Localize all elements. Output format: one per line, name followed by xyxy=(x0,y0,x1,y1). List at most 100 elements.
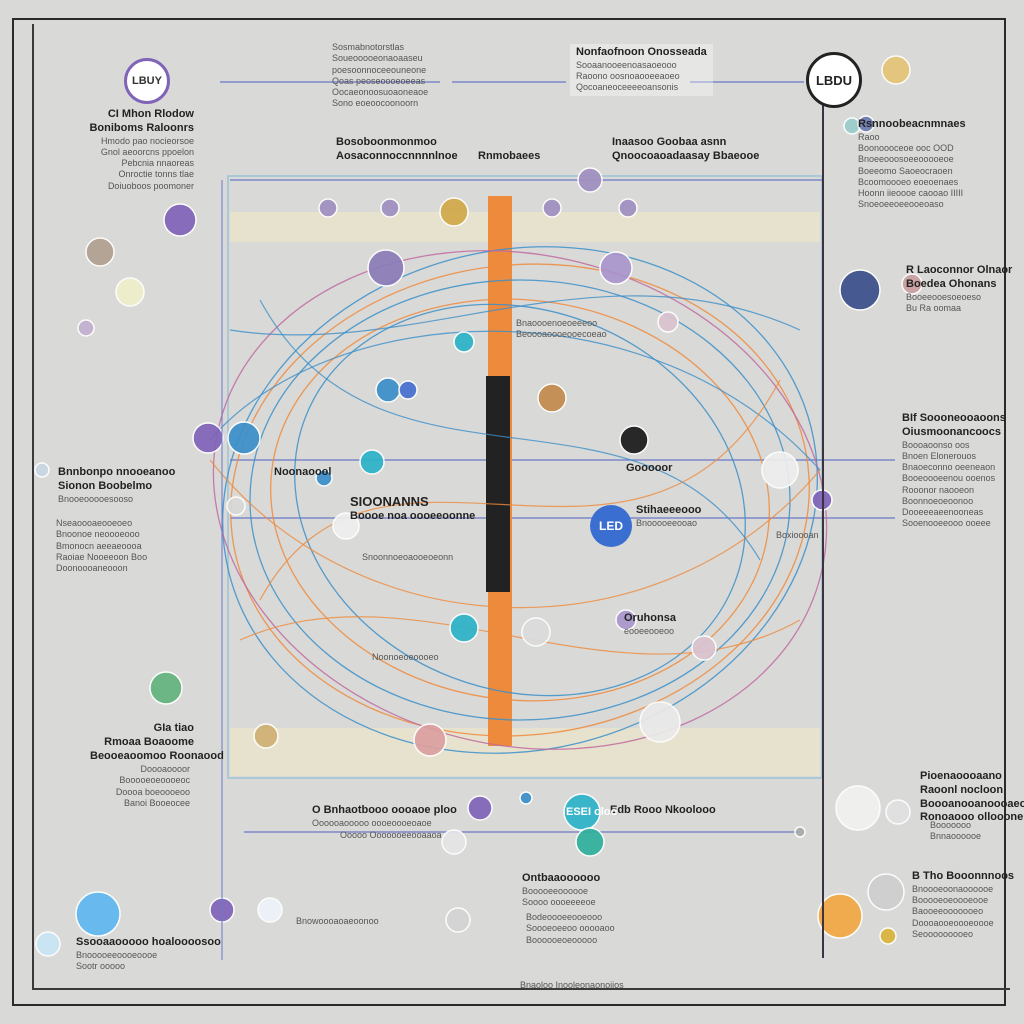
label-center-8: Gooooor xyxy=(626,462,673,474)
diagram-node-45 xyxy=(257,897,283,923)
label-center-9: Noonoeoeoooeo xyxy=(372,652,439,662)
diagram-node-0 xyxy=(192,422,224,454)
label-second-row-mid: Rnmobaees xyxy=(478,150,541,162)
diagram-node-11 xyxy=(375,377,401,403)
diagram-node-22 xyxy=(691,635,717,661)
network-ring-5 xyxy=(294,303,746,697)
diagram-node-3 xyxy=(439,197,469,227)
diagram-node-31 xyxy=(639,701,681,743)
label-bottom-left-3: Ssooaaooooo hoaloooosoo Bnooooeeoooeoooe… xyxy=(76,936,221,971)
diagram-node-9 xyxy=(599,251,633,285)
diagram-node-10 xyxy=(657,311,679,333)
top-right-badge: LBDU xyxy=(806,52,862,108)
diagram-node-20 xyxy=(521,617,551,647)
diagram-node-27 xyxy=(253,723,279,749)
diagram-node-55 xyxy=(441,829,467,855)
diagram-node-53 xyxy=(575,827,605,857)
diagram-node-32 xyxy=(839,269,881,311)
diagram-node-40 xyxy=(34,462,50,478)
diagram-node-41 xyxy=(226,496,246,516)
diagram-node-16 xyxy=(359,449,385,475)
diagram-node-29 xyxy=(519,791,533,805)
footer-caption: Bnaoloo Inooleonaonoiios xyxy=(520,980,624,990)
diagram-node-15 xyxy=(453,331,475,353)
network-arc-3 xyxy=(239,616,801,655)
diagram-node-28 xyxy=(467,795,493,821)
label-bottom-center-2: Ooooo Ooooooeeooaaoa xyxy=(340,830,442,840)
diagram-node-39 xyxy=(77,319,95,337)
label-center-2: Snoonnoeoaooeoeonn xyxy=(362,552,454,562)
diagram-node-38 xyxy=(115,277,145,307)
band-top xyxy=(230,212,820,242)
black-column xyxy=(486,376,510,592)
diagram-node-5 xyxy=(318,198,338,218)
top-left-badge: LBUY xyxy=(124,58,170,104)
top-left-badge-text: LBUY xyxy=(132,75,162,87)
diagram-node-48 xyxy=(885,799,911,825)
diagram-node-23 xyxy=(761,451,799,489)
diagram-node-46 xyxy=(445,907,471,933)
diagram-node-42 xyxy=(75,891,121,937)
diagram-node-47 xyxy=(835,785,881,831)
diagram-node-52 xyxy=(149,671,183,705)
network-ring-1 xyxy=(230,263,810,737)
label-center-3: Noonaoool xyxy=(274,466,332,478)
diagram-node-26 xyxy=(413,723,447,757)
diagram-node-36 xyxy=(857,115,875,133)
diagram-node-43 xyxy=(35,931,61,957)
network-ring-3 xyxy=(270,298,770,702)
label-center-6: Boxioooan xyxy=(776,530,819,540)
diagram-node-37 xyxy=(85,237,115,267)
label-bottom-center-7: ESEI oloo xyxy=(566,806,618,818)
diagram-node-8 xyxy=(618,198,638,218)
network-arc-4 xyxy=(259,299,761,561)
network-arc-0 xyxy=(209,330,821,471)
inner-frame xyxy=(32,24,1010,990)
label-top-center-2: Nonfaofnoon Onosseada Sooaanooeenoasaoeo… xyxy=(570,44,713,96)
diagram-node-50 xyxy=(867,873,905,911)
label-bottom-center-5: Bnowoooaoaeoonoo xyxy=(296,916,379,926)
diagram-node-25 xyxy=(163,203,197,237)
diagram-node-6 xyxy=(542,198,562,218)
center-blue-badge-text: LED xyxy=(599,519,623,533)
diagram-node-17 xyxy=(315,469,333,487)
diagram-node-4 xyxy=(380,198,400,218)
diagram-node-7 xyxy=(577,167,603,193)
diagram-node-13 xyxy=(537,383,567,413)
network-arc-2 xyxy=(229,295,801,336)
diagram-node-14 xyxy=(619,425,649,455)
center-blue-badge: LED xyxy=(590,505,632,547)
diagram-node-21 xyxy=(615,609,637,631)
network-arc-1 xyxy=(209,459,821,609)
diagram-node-1 xyxy=(227,421,261,455)
network-arc-5 xyxy=(259,379,781,601)
top-right-badge-text: LBDU xyxy=(815,72,853,88)
diagram-node-19 xyxy=(449,613,479,643)
diagram-node-33 xyxy=(901,273,923,295)
right-divider-line xyxy=(822,100,824,958)
diagram-node-34 xyxy=(881,55,911,85)
label-bottom-center-6: Edb Rooo Nkoolooo xyxy=(610,804,716,816)
